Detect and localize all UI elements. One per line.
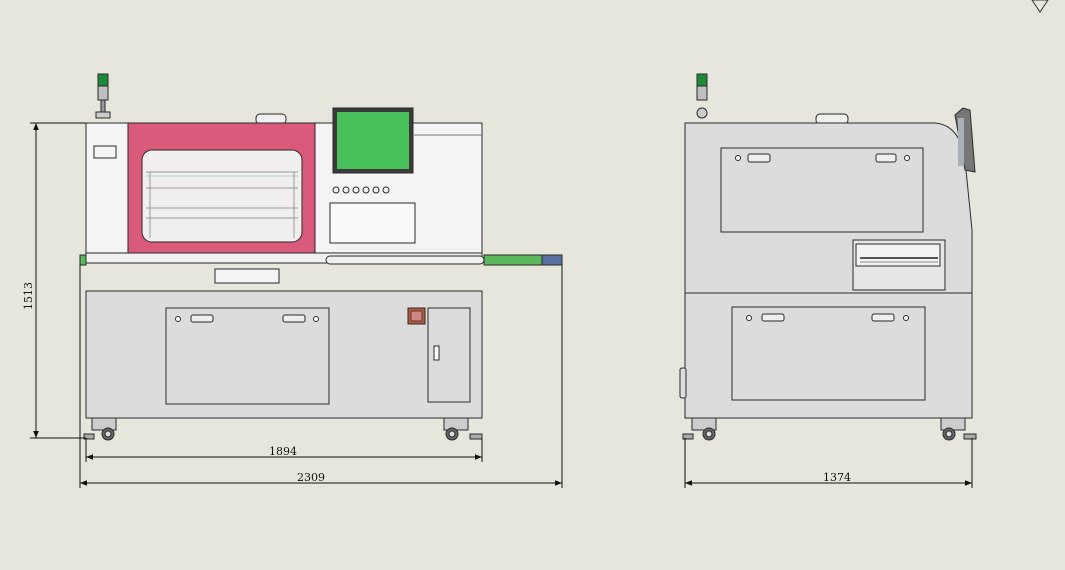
control-panel: [329, 202, 416, 244]
front-access-door: [165, 307, 330, 405]
width-dimension-label: 1894: [269, 445, 297, 458]
conveyor-end-block: [541, 254, 563, 266]
side-signal-tower-icon: [696, 73, 708, 119]
conveyor-left-tab: [79, 254, 87, 266]
monitor-screen: [337, 112, 409, 169]
depth-dimension-label: 1374: [823, 471, 851, 484]
front-view: [79, 73, 563, 441]
side-lower-panel: [731, 306, 926, 401]
left-label-plate: [93, 145, 117, 159]
view-orientation-icon: [1031, 0, 1049, 13]
pink-cover-window: [141, 149, 303, 243]
height-dimension-label: 1513: [22, 282, 35, 310]
conveyor-extension: [325, 255, 485, 265]
control-buttons: [332, 186, 390, 194]
internal-rails: [146, 171, 298, 238]
front-dimensions: [30, 122, 563, 488]
front-handle-plate: [214, 268, 280, 284]
conveyor-green-section: [483, 254, 543, 266]
overall-width-dimension-label: 2309: [297, 471, 325, 484]
front-casters: [83, 417, 483, 441]
signal-tower-icon: [95, 73, 111, 119]
side-casters: [682, 417, 977, 441]
side-handle: [679, 367, 687, 399]
side-view: [679, 73, 977, 441]
side-dimensions: [684, 438, 973, 488]
